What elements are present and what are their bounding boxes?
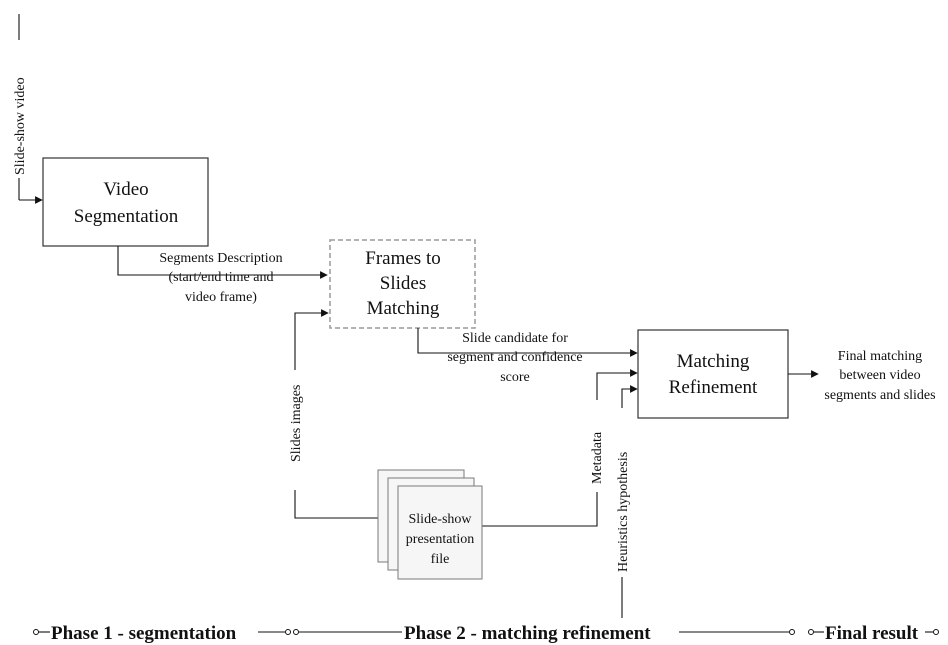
frames-to-slides-title-line1: Frames to [365, 248, 440, 269]
segments-description-line3: video frame) [185, 290, 257, 305]
matching-refinement-box: Matching Refinement [637, 329, 789, 419]
frames-to-slides-box: Frames to Slides Matching [329, 239, 476, 329]
slides-images-connector [294, 309, 329, 370]
heuristics-label: Heuristics hypothesis [616, 452, 631, 572]
slide-candidate-line3: score [500, 370, 530, 385]
heuristics-connector [621, 385, 638, 408]
presentation-file-line3: file [431, 552, 450, 567]
video-segmentation-title-line2: Segmentation [74, 206, 179, 227]
metadata-connector [596, 369, 638, 400]
metadata-label: Metadata [590, 431, 605, 484]
video-segmentation-box: Video Segmentation [42, 157, 209, 247]
segments-description-line2: (start/end time and [169, 270, 274, 285]
slide-candidate-line1: Slide candidate for [462, 331, 568, 346]
final-matching-line3: segments and slides [824, 388, 935, 403]
frames-to-slides-title-line3: Matching [367, 298, 440, 319]
slides-images-label: Slides images [289, 385, 304, 462]
presentation-file-line1: Slide-show [409, 512, 473, 527]
video-segmentation-title-line1: Video [103, 179, 148, 200]
final-result-label: Final result [825, 623, 919, 644]
segments-connector [117, 246, 328, 279]
presentation-file-line2: presentation [406, 532, 474, 547]
presentation-file-stack: Slide-show presentation file [377, 469, 483, 580]
file-to-slides-connector [294, 490, 392, 519]
final-matching-line1: Final matching [838, 349, 922, 364]
input-video-label: Slide-show video [13, 77, 28, 175]
segments-description-line1: Segments Description [159, 251, 282, 266]
frames-to-slides-title-line2: Slides [380, 273, 426, 294]
phase2-label: Phase 2 - matching refinement [404, 623, 651, 644]
phase-timeline: Phase 1 - segmentation Phase 2 - matchin… [33, 623, 939, 644]
file-to-metadata-connector [482, 492, 598, 527]
matching-refinement-title-line1: Matching [677, 351, 750, 372]
candidate-connector [417, 328, 638, 357]
slide-candidate-line2: segment and confidence [447, 350, 582, 365]
matching-refinement-title-line2: Refinement [669, 377, 758, 398]
final-matching-line2: between video [839, 368, 920, 383]
phase1-label: Phase 1 - segmentation [51, 623, 237, 644]
